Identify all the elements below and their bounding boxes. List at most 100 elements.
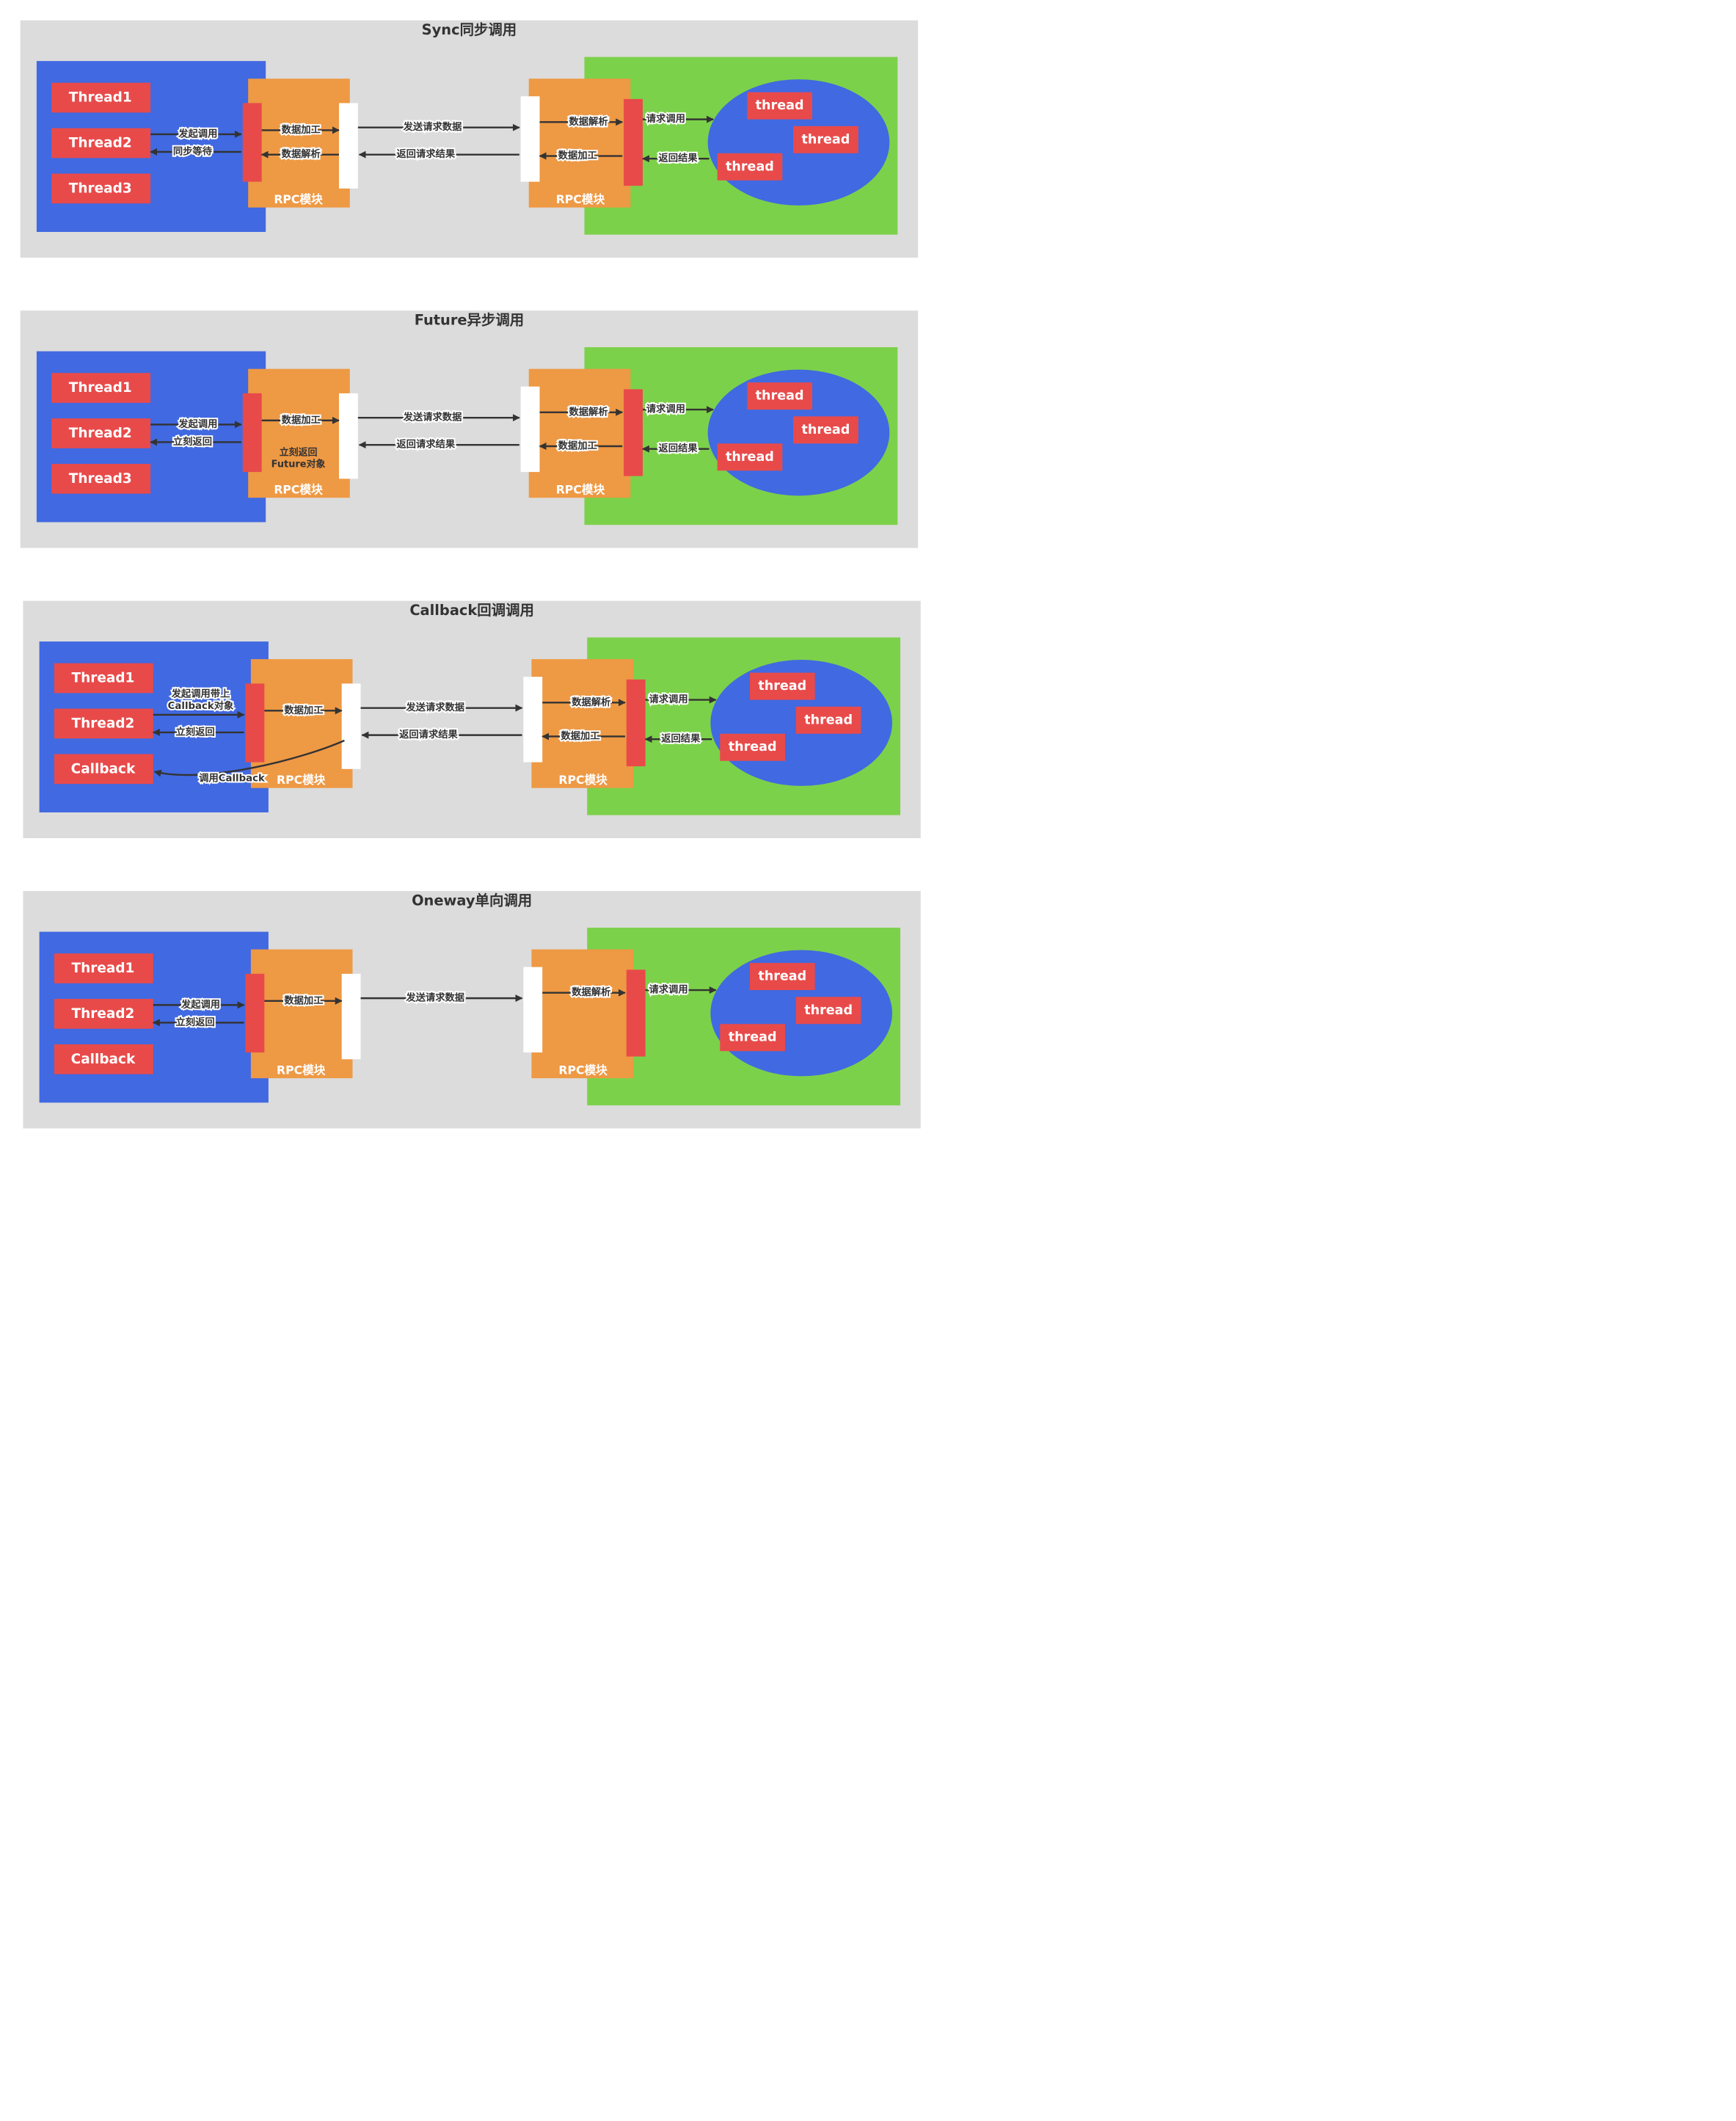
return-label: 立刻返回 [176,725,215,738]
invoke-label: 发起调用 [178,127,217,139]
client-thread-label: Thread1 [71,961,134,976]
client-thread-label: Thread2 [71,716,134,731]
pool-thread-box [720,733,785,761]
client-rpc-label: RPC模块 [274,483,323,497]
client-thread-label: Thread2 [69,135,132,150]
pool-thread-box [795,706,861,734]
pool-thread-label: thread [804,1003,853,1018]
return-label: 立刻返回 [176,1016,215,1028]
pool-thread-box [747,382,812,410]
diagram-title: Sync同步调用 [422,21,517,38]
client-thread-label: Thread2 [71,1006,134,1022]
s-res-label: 返回结果 [661,732,701,745]
client-thread-box [51,128,151,159]
encode-label: 数据加工 [284,704,323,716]
pool-thread-box [793,416,858,444]
pool-thread-label: thread [729,1030,777,1045]
client-thread-label: Callback [71,761,136,776]
client-thread-box [51,82,151,113]
diagram-panel: Oneway单向调用Thread1Thread2Callbackthreadth… [23,891,921,1129]
client-thread-label: Thread2 [69,426,132,441]
s-decode-label: 数据解析 [572,986,610,998]
server-io-port [520,386,540,473]
recv-label: 返回请求结果 [399,728,458,741]
s-decode-label: 数据解析 [572,696,610,708]
client-io-port [339,103,358,189]
pool-thread-label: thread [729,740,777,754]
client-thread-label: Thread1 [69,90,132,106]
pool-thread-label: thread [802,132,850,147]
recv-label: 返回请求结果 [396,438,455,451]
diagram-title: Future异步调用 [415,312,524,329]
pool-thread-label: thread [804,713,853,727]
pool-thread-label: thread [758,969,806,984]
server-rpc-bar [626,969,646,1057]
client-rpc-module [250,659,353,788]
server-rpc-label: RPC模块 [556,192,605,206]
invoke-label: 发起调用 [180,998,220,1011]
callback-arrow [153,739,345,777]
server-rpc-module [528,79,631,208]
client-thread-label: Callback [71,1052,136,1067]
pool-thread-label: thread [802,423,850,437]
invoke-label: 发起调用 [178,418,217,430]
server-rpc-module [528,368,631,498]
diagram-panel: Future异步调用Thread1Thread2Thread3threadthr… [20,310,919,548]
send-label: 发送请求数据 [405,992,464,1004]
server-io-port [523,677,543,763]
client-rpc-module [248,79,350,208]
s-res-label: 返回结果 [658,152,698,164]
s-encode-label: 数据加工 [558,149,597,161]
decode-label: 数据解析 [282,148,321,160]
s-req-label: 请求调用 [649,693,688,705]
client-rpc-module [250,949,353,1079]
client-thread-label: Thread3 [69,471,132,487]
client-thread-box [54,754,153,785]
server-rpc-label: RPC模块 [558,773,608,787]
client-thread-label: Thread1 [69,380,132,396]
diagram-title: Callback回调调用 [409,602,534,619]
send-label: 发送请求数据 [403,411,462,423]
server-rpc-bar [624,98,643,186]
server-io-port [523,967,543,1053]
client-io-port [339,393,358,479]
return-label: 同步等待 [173,145,213,157]
client-thread-box [51,173,151,204]
client-thread-box [54,663,153,694]
server-rpc-bar [624,389,643,476]
send-label: 发送请求数据 [405,701,464,713]
client-thread-box [54,999,153,1029]
encode-label: 数据加工 [282,123,321,136]
s-req-label: 请求调用 [649,983,688,996]
server-rpc-module [531,659,634,788]
client-rpc-label: RPC模块 [277,1063,326,1077]
client-rpc-bar [242,393,262,473]
recv-label: 返回请求结果 [396,148,455,160]
s-res-label: 返回结果 [658,442,698,454]
client-thread-box [51,373,151,403]
pool-thread-box [749,672,815,700]
server-rpc-label: RPC模块 [556,483,605,497]
server-rpc-module [531,949,634,1079]
pool-thread-box [795,997,861,1025]
s-encode-label: 数据加工 [561,730,599,742]
pool-thread-box [793,125,858,153]
client-thread-label: Thread3 [69,181,132,196]
s-decode-label: 数据解析 [569,405,608,418]
encode-label: 数据加工 [284,994,323,1006]
client-io-port [341,683,361,769]
pool-thread-box [717,443,783,471]
s-decode-label: 数据解析 [569,115,608,128]
pool-thread-label: thread [726,159,774,174]
client-io-port [341,973,361,1060]
send-label: 发送请求数据 [403,120,462,133]
s-req-label: 请求调用 [646,112,685,125]
encode-label: 数据加工 [282,413,321,426]
client-thread-label: Thread1 [71,671,134,686]
return-label: 立刻返回 [173,435,212,448]
